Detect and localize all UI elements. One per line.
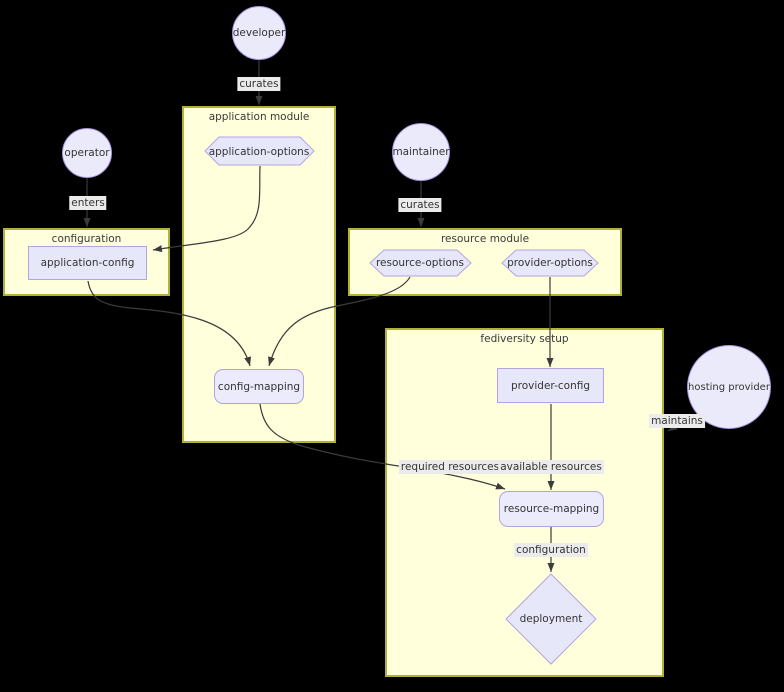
node-config-mapping: config-mapping — [214, 369, 304, 404]
edge-label-operator-enters: enters — [69, 196, 107, 210]
application-options-hexagon — [204, 136, 315, 166]
edge-label-required-resources: required resources — [398, 460, 502, 474]
edge-label-maintainer-curates: curates — [398, 198, 442, 212]
provider-options-hexagon — [501, 249, 599, 277]
node-resource-mapping: resource-mapping — [499, 491, 604, 527]
deployment-diamond — [505, 573, 597, 665]
cluster-fediversity-setup-title: fediversity setup — [480, 333, 569, 345]
actor-operator: operator — [62, 128, 112, 178]
edge-label-maintains: maintains — [649, 414, 705, 428]
actor-hosting-provider: hosting provider — [687, 345, 771, 429]
cluster-resource-module-title: resource module — [440, 233, 530, 245]
edge-label-developer-curates: curates — [237, 77, 281, 91]
node-resource-options-label: resource-options — [375, 257, 465, 269]
node-provider-options-label: provider-options — [507, 257, 593, 269]
actor-developer: developer — [232, 6, 286, 60]
node-deployment-label: deployment — [519, 613, 583, 625]
cluster-application-module-title: application module — [208, 111, 310, 123]
cluster-configuration-title: configuration — [51, 233, 122, 245]
edge-application-options-to-application-config — [152, 165, 261, 253]
edge-application-config-to-config-mapping — [87, 280, 252, 367]
actor-maintainer: maintainer — [392, 123, 450, 181]
node-application-config: application-config — [28, 246, 147, 280]
resource-options-hexagon — [369, 249, 472, 277]
edge-label-available-resources: available resources — [498, 460, 604, 474]
node-application-options-label: application-options — [208, 146, 310, 158]
edge-label-deploy-configuration: configuration — [514, 543, 588, 557]
edge-resource-options-to-config-mapping — [268, 276, 411, 367]
edge-config-mapping-to-resource-mapping — [259, 403, 506, 490]
node-provider-config: provider-config — [497, 368, 604, 403]
